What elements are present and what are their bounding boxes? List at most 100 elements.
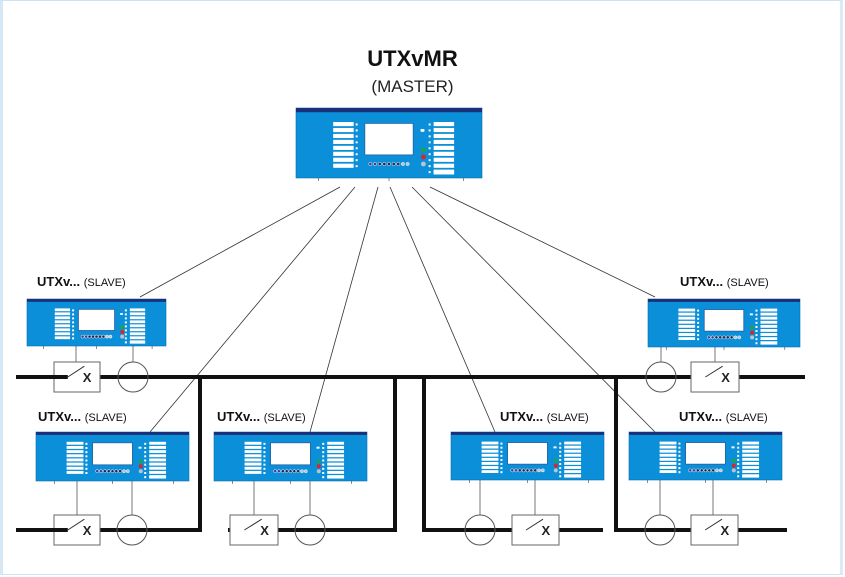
label-strip [564, 470, 582, 474]
led [85, 459, 88, 462]
keypad-button [95, 469, 100, 474]
device-header [296, 108, 482, 113]
led [72, 309, 75, 312]
indicator [138, 446, 142, 449]
keypad-button [303, 469, 308, 474]
label-strip [244, 470, 262, 474]
indicator [749, 313, 753, 316]
link-line [149, 186, 356, 433]
slave-device-bottom-1 [35, 431, 190, 484]
slave-role: (SLAVE) [263, 412, 306, 424]
led [355, 153, 358, 156]
led [355, 165, 358, 168]
reset-button [420, 161, 426, 167]
label-strip [742, 449, 760, 453]
green-button [553, 458, 558, 463]
display-screen [78, 308, 115, 331]
label-strip [742, 445, 760, 449]
label-strip [481, 449, 499, 453]
keypad-button [396, 162, 401, 166]
led [144, 476, 147, 479]
switch-blade [705, 365, 723, 378]
slave-name: UTXv... [217, 409, 261, 424]
label-strip [742, 453, 760, 457]
label-strip [149, 454, 167, 458]
slave-label-top-right: UTXv... (SLAVE) [680, 274, 769, 289]
label-strip [433, 157, 455, 162]
device-header [27, 299, 166, 302]
label-strip [659, 457, 677, 461]
keypad-button [729, 335, 734, 340]
master-title: UTXvMR [367, 46, 458, 71]
label-strip [659, 462, 677, 465]
label-strip [760, 342, 778, 345]
led [72, 333, 75, 336]
keypad-button [122, 469, 126, 474]
keypad-button [80, 334, 85, 339]
led [72, 313, 75, 316]
led [322, 447, 325, 450]
label-strip [149, 476, 167, 479]
slave-device-bottom-4 [628, 431, 783, 483]
slave-role: (SLAVE) [725, 412, 768, 424]
label-strip [333, 122, 354, 127]
label-strip [678, 337, 696, 341]
label-strip [54, 312, 71, 316]
label-strip [678, 316, 696, 320]
keypad-button [533, 468, 538, 473]
keypad-button [722, 335, 726, 340]
label-strip [659, 453, 677, 457]
led [85, 451, 88, 454]
label-strip [481, 462, 499, 465]
led [428, 147, 431, 150]
device-header [451, 432, 604, 435]
keypad-button [733, 335, 738, 340]
reset-button [138, 469, 143, 474]
keypad-button [87, 334, 92, 339]
led [500, 454, 503, 457]
breaker-x-mark: X [721, 523, 730, 538]
keypad-button [510, 468, 515, 473]
breaker-box [690, 514, 739, 546]
label-strip [433, 133, 455, 139]
label-strip [564, 441, 582, 445]
label-strip [54, 320, 71, 324]
led [428, 123, 431, 126]
led [124, 337, 127, 340]
label-strip [433, 171, 455, 175]
label-strip [564, 453, 582, 457]
current-transformer [116, 481, 148, 546]
red-button [420, 154, 426, 160]
reset-button [731, 468, 736, 473]
label-strip [564, 449, 582, 453]
switch-blade [525, 518, 544, 531]
circuit-breaker: X [511, 480, 560, 546]
led [755, 317, 758, 320]
led [428, 171, 431, 174]
label-strip [244, 450, 262, 454]
led [559, 467, 562, 470]
label-strip [333, 145, 354, 150]
display-screen [507, 442, 548, 465]
label-strip [333, 157, 354, 162]
red-button [750, 330, 755, 335]
link-line [429, 186, 656, 298]
keypad-button [514, 468, 518, 473]
label-strip [481, 445, 499, 449]
led [755, 313, 758, 316]
label-strip [244, 454, 262, 458]
led [124, 321, 127, 324]
link-line [139, 186, 341, 298]
slave-label-bottom-1: UTXv... (SLAVE) [38, 409, 127, 424]
slave-label-bottom-4: UTXv... (SLAVE) [679, 409, 768, 424]
led [263, 442, 266, 445]
led [428, 153, 431, 156]
led [355, 129, 358, 132]
keypad-button [373, 162, 377, 166]
label-strip [678, 333, 696, 336]
red-button [138, 464, 143, 469]
keypad-button [377, 162, 382, 166]
keypad-button [725, 335, 730, 340]
led [737, 475, 740, 478]
